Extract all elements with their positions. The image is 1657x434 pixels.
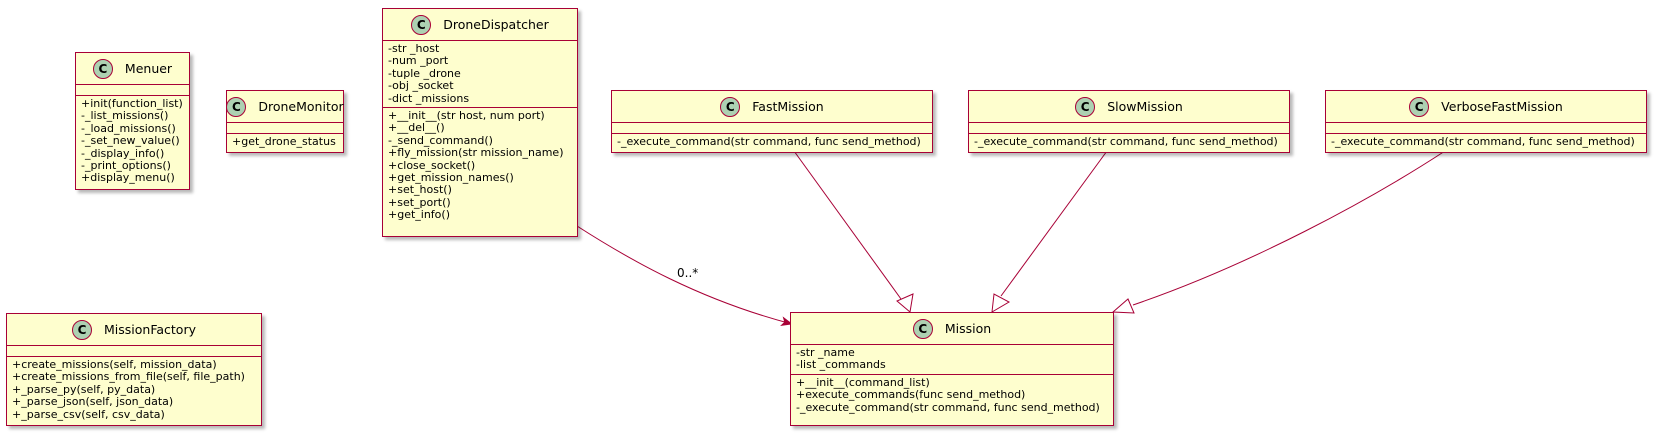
class-header: C DroneMonitor <box>226 91 344 123</box>
class-stereotype-icon: C <box>92 58 113 79</box>
class-stereotype-icon: C <box>1409 96 1430 117</box>
class-header: C Mission <box>791 313 1113 345</box>
methods-section: -_execute_command(str command, func send… <box>612 134 932 150</box>
class-slow-mission[interactable]: C SlowMission -_execute_command(str comm… <box>968 90 1290 153</box>
method: +get_drone_status <box>232 135 336 148</box>
class-header: C SlowMission <box>969 91 1289 123</box>
methods-section: +__init__(command_list) +execute_command… <box>791 375 1113 416</box>
class-mission[interactable]: C Mission -str _name -list _commands +__… <box>790 312 1114 426</box>
method: -_execute_command(str command, func send… <box>1331 135 1635 148</box>
method: -_execute_command(str command, func send… <box>796 400 1100 414</box>
method: +set_host() <box>388 183 452 197</box>
method: +_parse_py(self, py_data) <box>12 382 156 396</box>
association-multiplicity-label: 0..* <box>677 266 699 280</box>
fields-section <box>227 123 343 134</box>
class-header: C DroneDispatcher <box>383 9 577 41</box>
method: +execute_commands(func send_method) <box>796 388 1026 402</box>
class-name: DroneDispatcher <box>443 17 549 32</box>
method: -_execute_command(str command, func send… <box>617 135 921 148</box>
fields-section <box>969 123 1289 134</box>
inheritance-slow-to-mission <box>991 150 1108 313</box>
methods-section: +__init__(str host, num port) +__del__()… <box>383 108 577 224</box>
method: -_display_info() <box>81 146 165 160</box>
class-name: Mission <box>944 321 992 336</box>
field: -str _name <box>796 346 855 359</box>
method: +get_mission_names() <box>388 171 514 185</box>
methods-section: -_execute_command(str command, func send… <box>969 134 1289 150</box>
class-stereotype-icon: C <box>1075 96 1096 117</box>
method: -_list_missions() <box>81 109 169 123</box>
class-name: MissionFactory <box>104 322 196 337</box>
method: +display_menu() <box>81 171 175 185</box>
field: -num _port <box>388 54 449 68</box>
class-header: C VerboseFastMission <box>1326 91 1646 123</box>
method: -_execute_command(str command, func send… <box>974 135 1278 148</box>
method: +__init__(command_list) <box>796 375 930 389</box>
methods-section: +create_missions(self, mission_data) +cr… <box>7 357 261 423</box>
method: +create_missions_from_file(self, file_pa… <box>12 370 245 384</box>
method: -_load_missions() <box>81 121 176 135</box>
field: -str _host <box>388 42 440 55</box>
method: +fly_mission(str mission_name) <box>388 146 564 160</box>
methods-section: +init(function_list) -_list_missions() -… <box>76 96 189 187</box>
class-stereotype-icon: C <box>72 319 92 340</box>
class-stereotype-icon: C <box>411 14 432 35</box>
method: +set_port() <box>388 195 451 209</box>
fields-section <box>76 85 189 96</box>
association-line <box>576 225 793 327</box>
class-verbose-fast-mission[interactable]: C VerboseFastMission -_execute_command(s… <box>1325 90 1647 153</box>
class-drone-dispatcher[interactable]: C DroneDispatcher -str _host -num _port … <box>382 8 578 237</box>
fields-section <box>1326 123 1646 134</box>
class-name: FastMission <box>752 99 824 114</box>
field: -tuple _drone <box>388 66 461 80</box>
class-stereotype-icon: C <box>912 318 933 339</box>
fields-section: -str _host -num _port -tuple _drone -obj… <box>383 41 577 109</box>
method: +get_info() <box>388 208 450 222</box>
method: +create_missions(self, mission_data) <box>12 358 217 371</box>
field: -obj _socket <box>388 79 454 93</box>
fields-section <box>7 346 261 357</box>
class-stereotype-icon: C <box>720 96 741 117</box>
method: +_parse_csv(self, csv_data) <box>12 407 165 421</box>
class-header: C MissionFactory <box>7 314 261 346</box>
method: +init(function_list) <box>81 97 183 110</box>
class-mission-factory[interactable]: C MissionFactory +create_missions(self, … <box>6 313 262 426</box>
fields-section <box>612 123 932 134</box>
method: +_parse_json(self, json_data) <box>12 395 174 409</box>
class-header: C FastMission <box>612 91 932 123</box>
method: +__del__() <box>388 121 445 135</box>
class-fast-mission[interactable]: C FastMission -_execute_command(str comm… <box>611 90 933 153</box>
inheritance-fast-to-mission <box>793 150 914 313</box>
method: +__init__(str host, num port) <box>388 109 545 123</box>
method: -_print_options() <box>81 159 171 173</box>
method: +close_socket() <box>388 158 476 172</box>
class-stereotype-icon: C <box>226 96 247 117</box>
class-menuer[interactable]: C Menuer +init(function_list) -_list_mis… <box>75 52 190 190</box>
field: -list _commands <box>796 358 886 372</box>
fields-section: -str _name -list _commands <box>791 345 1113 375</box>
methods-section: -_execute_command(str command, func send… <box>1326 134 1646 150</box>
field: -dict _missions <box>388 91 470 105</box>
class-name: SlowMission <box>1107 99 1183 114</box>
methods-section: +get_drone_status <box>227 134 343 150</box>
method: -_set_new_value() <box>81 134 180 148</box>
class-drone-monitor[interactable]: C DroneMonitor +get_drone_status <box>226 90 344 153</box>
class-name: DroneMonitor <box>258 99 344 114</box>
class-header: C Menuer <box>76 53 189 85</box>
method: -_send_command() <box>388 133 493 147</box>
class-name: Menuer <box>124 61 173 76</box>
inheritance-verbose-to-mission <box>1111 150 1446 314</box>
class-name: VerboseFastMission <box>1441 99 1563 114</box>
